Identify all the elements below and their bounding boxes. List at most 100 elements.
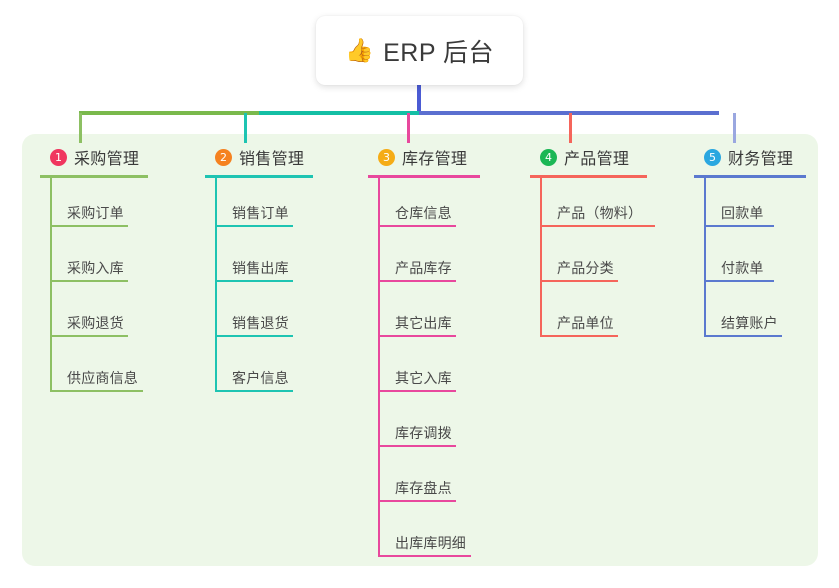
branch-item[interactable]: 其它入库 xyxy=(368,343,528,398)
branch-item[interactable]: 结算账户 xyxy=(694,288,839,343)
branch-item-underline xyxy=(540,225,655,227)
column-leg-connector-1 xyxy=(79,113,82,143)
branch-item[interactable]: 仓库信息 xyxy=(368,178,528,233)
branch-item-label: 付款单 xyxy=(721,260,764,276)
branch-title-4: 产品管理 xyxy=(564,151,630,168)
branch-items-4: 产品（物料） 产品分类产品单位 xyxy=(530,178,695,343)
branch-item-label: 供应商信息 xyxy=(67,370,138,386)
branch-spine-1 xyxy=(50,178,52,392)
branch-badge-5: 5 xyxy=(704,148,721,166)
branch-item-underline xyxy=(378,335,456,337)
column-leg-connector-2 xyxy=(244,113,247,143)
branch-underline-1 xyxy=(40,175,148,178)
branch-item[interactable]: 回款单 xyxy=(694,178,839,233)
branch-title-5: 财务管理 xyxy=(728,151,794,168)
branch-item-label: 出库库明细 xyxy=(395,535,466,551)
root-stem-connector xyxy=(417,84,421,113)
branch-badge-1: 1 xyxy=(50,148,67,166)
branch-item[interactable]: 销售订单 xyxy=(205,178,355,233)
branch-item-underline xyxy=(378,555,471,557)
branch-items-1: 采购订单采购入库采购退货供应商信息 xyxy=(40,178,190,398)
branch-underline-4 xyxy=(530,175,647,178)
branch-item-label: 采购订单 xyxy=(67,205,124,221)
branch-item-underline xyxy=(50,390,143,392)
branch-item-label: 结算账户 xyxy=(721,315,778,331)
column-leg-connector-4 xyxy=(569,113,572,143)
branch-item-underline xyxy=(378,280,456,282)
branch-spine-3 xyxy=(378,178,380,557)
branch-badge-2: 2 xyxy=(215,148,232,166)
branch-item-underline xyxy=(215,335,293,337)
branch-item-underline xyxy=(378,390,456,392)
branch-item[interactable]: 产品（物料） xyxy=(530,178,695,233)
branch-item-label: 采购入库 xyxy=(67,260,124,276)
branch-badge-4: 4 xyxy=(540,148,557,166)
thumbs-up-icon: 👍 xyxy=(344,37,375,63)
branch-badge-3: 3 xyxy=(378,148,395,166)
branch-item-underline xyxy=(540,280,618,282)
root-node-card[interactable]: 👍 ERP 后台 xyxy=(316,16,523,85)
branch-item[interactable]: 产品库存 xyxy=(368,233,528,288)
branch-header-2[interactable]: 2 销售管理 xyxy=(205,146,355,168)
column-leg-connector-5 xyxy=(733,113,736,143)
branch-header-1[interactable]: 1 采购管理 xyxy=(40,146,190,168)
branch-item-underline xyxy=(50,225,128,227)
branch-item[interactable]: 付款单 xyxy=(694,233,839,288)
branch-underline-3 xyxy=(368,175,480,178)
branch-item-underline xyxy=(704,335,782,337)
branch-item-label: 库存盘点 xyxy=(395,480,452,496)
branch-item-underline xyxy=(704,225,774,227)
branch-header-4[interactable]: 4 产品管理 xyxy=(530,146,695,168)
branch-items-2: 销售订单销售出库销售退货客户信息 xyxy=(205,178,355,398)
column-leg-connector-3 xyxy=(407,113,410,143)
branch-item[interactable]: 销售退货 xyxy=(205,288,355,343)
branch-item-underline xyxy=(378,445,456,447)
branch-title-3: 库存管理 xyxy=(402,151,468,168)
branch-item-label: 产品（物料） xyxy=(557,205,643,221)
branch-item[interactable]: 产品分类 xyxy=(530,233,695,288)
branch-title-1: 采购管理 xyxy=(74,151,140,168)
branch-item[interactable]: 库存盘点 xyxy=(368,453,528,508)
branch-item[interactable]: 客户信息 xyxy=(205,343,355,398)
branch-column-3: 3 库存管理仓库信息产品库存其它出库其它入库库存调拨库存盘点出库库明细 xyxy=(368,146,528,563)
branch-underline-5 xyxy=(694,175,806,178)
branch-header-3[interactable]: 3 库存管理 xyxy=(368,146,528,168)
branch-item-underline xyxy=(378,500,456,502)
branch-item-underline xyxy=(215,225,293,227)
branch-column-5: 5 财务管理回款单付款单结算账户 xyxy=(694,146,839,343)
branch-item[interactable]: 出库库明细 xyxy=(368,508,528,563)
branch-item-underline xyxy=(215,280,293,282)
branch-item-underline xyxy=(540,335,618,337)
branch-item-label: 销售出库 xyxy=(232,260,289,276)
branch-item-label: 采购退货 xyxy=(67,315,124,331)
branch-item-label: 产品分类 xyxy=(557,260,614,276)
branch-item-label: 产品库存 xyxy=(395,260,452,276)
branch-spine-5 xyxy=(704,178,706,337)
branch-item-underline xyxy=(50,335,128,337)
branch-item-underline xyxy=(215,390,293,392)
branch-items-5: 回款单付款单结算账户 xyxy=(694,178,839,343)
branch-item-label: 仓库信息 xyxy=(395,205,452,221)
branch-item-label: 库存调拨 xyxy=(395,425,452,441)
branch-header-5[interactable]: 5 财务管理 xyxy=(694,146,839,168)
branch-column-1: 1 采购管理采购订单采购入库采购退货供应商信息 xyxy=(40,146,190,398)
branch-item[interactable]: 产品单位 xyxy=(530,288,695,343)
branch-item-label: 客户信息 xyxy=(232,370,289,386)
branch-item-label: 回款单 xyxy=(721,205,764,221)
branch-column-4: 4 产品管理产品（物料） 产品分类产品单位 xyxy=(530,146,695,343)
branch-item[interactable]: 采购入库 xyxy=(40,233,190,288)
branch-items-3: 仓库信息产品库存其它出库其它入库库存调拨库存盘点出库库明细 xyxy=(368,178,528,563)
branch-item-label: 其它入库 xyxy=(395,370,452,386)
branch-spine-2 xyxy=(215,178,217,392)
branch-item[interactable]: 销售出库 xyxy=(205,233,355,288)
branch-item[interactable]: 采购订单 xyxy=(40,178,190,233)
root-node-title: 👍 ERP 后台 xyxy=(345,33,494,69)
branch-item[interactable]: 供应商信息 xyxy=(40,343,190,398)
branch-item[interactable]: 库存调拨 xyxy=(368,398,528,453)
branch-title-2: 销售管理 xyxy=(239,151,305,168)
branch-item-label: 销售退货 xyxy=(232,315,289,331)
branch-column-2: 2 销售管理销售订单销售出库销售退货客户信息 xyxy=(205,146,355,398)
branch-item[interactable]: 采购退货 xyxy=(40,288,190,343)
branch-item[interactable]: 其它出库 xyxy=(368,288,528,343)
